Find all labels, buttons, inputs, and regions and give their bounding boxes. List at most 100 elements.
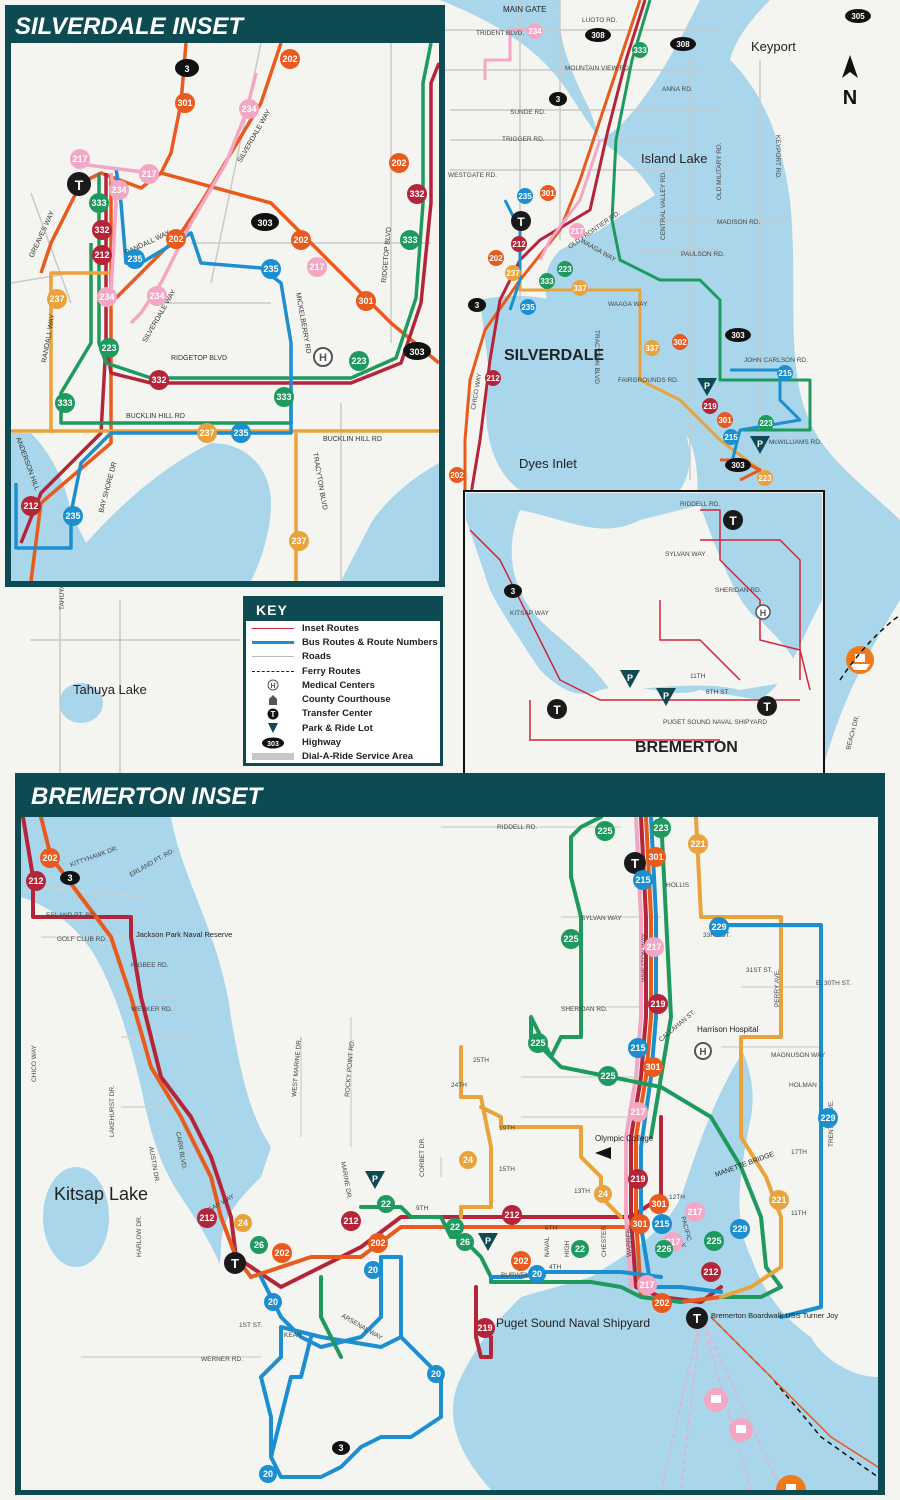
svg-text:217: 217: [639, 1280, 654, 1290]
svg-text:212: 212: [28, 876, 43, 886]
svg-text:215: 215: [778, 369, 792, 378]
route-marker-217: 217: [685, 1202, 705, 1222]
svg-text:3: 3: [475, 301, 480, 310]
medical-center-icon: H: [755, 604, 771, 620]
kitsap-lake: [43, 1167, 109, 1267]
route-marker-212: 212: [701, 1262, 721, 1282]
svg-text:P: P: [372, 1174, 378, 1184]
svg-text:202: 202: [489, 254, 503, 263]
road-label: TRACYTON BLVD: [593, 330, 600, 384]
svg-text:3: 3: [556, 95, 561, 104]
route-marker-24: 24: [459, 1151, 477, 1169]
route-marker-223: 223: [651, 818, 671, 838]
route-marker-3: 3: [60, 871, 80, 885]
park-and-ride-icon: [268, 723, 278, 734]
road-label: 19TH: [499, 1125, 515, 1132]
route-marker-223: 223: [349, 351, 369, 371]
svg-text:223: 223: [558, 265, 572, 274]
svg-text:3: 3: [67, 873, 72, 883]
key-item-roads: Roads: [246, 650, 440, 664]
svg-text:235: 235: [263, 264, 278, 274]
svg-text:20: 20: [431, 1369, 441, 1379]
svg-text:219: 219: [477, 1323, 492, 1333]
route-marker-234: 234: [239, 99, 259, 119]
place-kitsap-lake: Kitsap Lake: [54, 1184, 148, 1204]
bremerton-inset-map[interactable]: T T T P P H Jackson Park Naval Reserve K…: [21, 817, 878, 1490]
route-markers: 202 212 3 225 223 301 215 221 229 225 21…: [26, 818, 838, 1483]
road-label: PUGET SOUND NAVAL SHIPYARD: [663, 719, 767, 726]
svg-text:202: 202: [513, 1256, 528, 1266]
route-marker-235: 235: [517, 188, 533, 204]
park-and-ride-lots: P P: [365, 1171, 498, 1251]
route-marker-215: 215: [723, 429, 739, 445]
road-label: CORBET DR.: [419, 1137, 426, 1177]
road-label: E. 30TH ST.: [816, 980, 851, 987]
route-marker-333: 333: [632, 42, 648, 58]
map-key: KEY Inset Routes Bus Routes & Route Numb…: [243, 596, 443, 766]
route-marker-202: 202: [272, 1243, 292, 1263]
svg-text:234: 234: [241, 104, 256, 114]
medical-center-icon: H: [694, 1042, 712, 1060]
svg-text:333: 333: [540, 277, 554, 286]
route-marker-223: 223: [757, 470, 773, 486]
route-marker-237: 237: [47, 289, 67, 309]
road-label: WAAGA WAY: [608, 301, 648, 308]
svg-text:T: T: [231, 1256, 239, 1271]
svg-text:20: 20: [532, 1269, 542, 1279]
road-label: 6TH: [545, 1225, 558, 1232]
silverdale-inset-map[interactable]: T H RANDALL WAY GREAVES WAY SILVERDALE W…: [11, 43, 439, 581]
svg-text:333: 333: [402, 235, 417, 245]
route-marker-20: 20: [364, 1261, 382, 1279]
road-label: WENKER RD.: [131, 1006, 173, 1013]
transfer-centers: T T T: [224, 852, 708, 1329]
svg-text:24: 24: [238, 1218, 248, 1228]
svg-text:223: 223: [351, 356, 366, 366]
dyes-inlet: [480, 295, 690, 520]
svg-text:20: 20: [263, 1469, 273, 1479]
svg-text:212: 212: [94, 250, 109, 260]
place-labels: Keyport Island Lake SILVERDALE Dyes Inle…: [73, 5, 796, 756]
svg-text:308: 308: [591, 31, 605, 40]
route-marker-229: 229: [709, 917, 729, 937]
route-marker-20: 20: [264, 1293, 282, 1311]
svg-text:H: H: [319, 352, 327, 364]
place-silverdale: SILVERDALE: [504, 347, 604, 364]
route-marker-26: 26: [456, 1233, 474, 1251]
route-marker-237: 237: [505, 265, 521, 281]
road-label: JOHN CARLSON RD.: [744, 357, 808, 364]
route-marker-302: 302: [672, 334, 688, 350]
road-label: MAGNUSON WAY: [771, 1052, 826, 1059]
road-label: HARLOW DR.: [136, 1215, 143, 1257]
svg-text:225: 225: [530, 1038, 545, 1048]
svg-text:20: 20: [268, 1297, 278, 1307]
road-label: LUOTO RD.: [582, 17, 617, 24]
courthouse-icon: [269, 694, 277, 705]
north-arrow-icon: N: [842, 55, 858, 109]
svg-text:235: 235: [65, 511, 80, 521]
route-marker-202: 202: [291, 230, 311, 250]
road-label: GOLF CLUB RD.: [57, 936, 107, 943]
road-label: 11TH: [690, 673, 706, 680]
svg-text:303: 303: [409, 347, 424, 357]
svg-text:333: 333: [91, 198, 106, 208]
road-label: SHERIDAN RD.: [561, 1006, 608, 1013]
main-map[interactable]: T T T T P P P P H N Keyport Island Lake …: [0, 0, 900, 780]
key-item-dial-a-ride: Dial-A-Ride Service Area: [246, 750, 440, 764]
road-label: WHEATON WAY: [641, 933, 648, 982]
svg-text:229: 229: [711, 922, 726, 932]
road-label: HOLMAN: [789, 1082, 817, 1089]
route-marker-235: 235: [520, 299, 536, 315]
svg-text:P: P: [627, 673, 633, 683]
svg-text:P: P: [704, 381, 710, 391]
svg-text:217: 217: [72, 154, 87, 164]
svg-text:T: T: [75, 177, 84, 193]
route-marker-217: 217: [569, 223, 585, 239]
svg-text:P: P: [663, 691, 669, 701]
route-marker-22: 22: [446, 1218, 464, 1236]
route-marker-219: 219: [648, 994, 668, 1014]
svg-text:229: 229: [732, 1224, 747, 1234]
water-area: [11, 433, 271, 581]
